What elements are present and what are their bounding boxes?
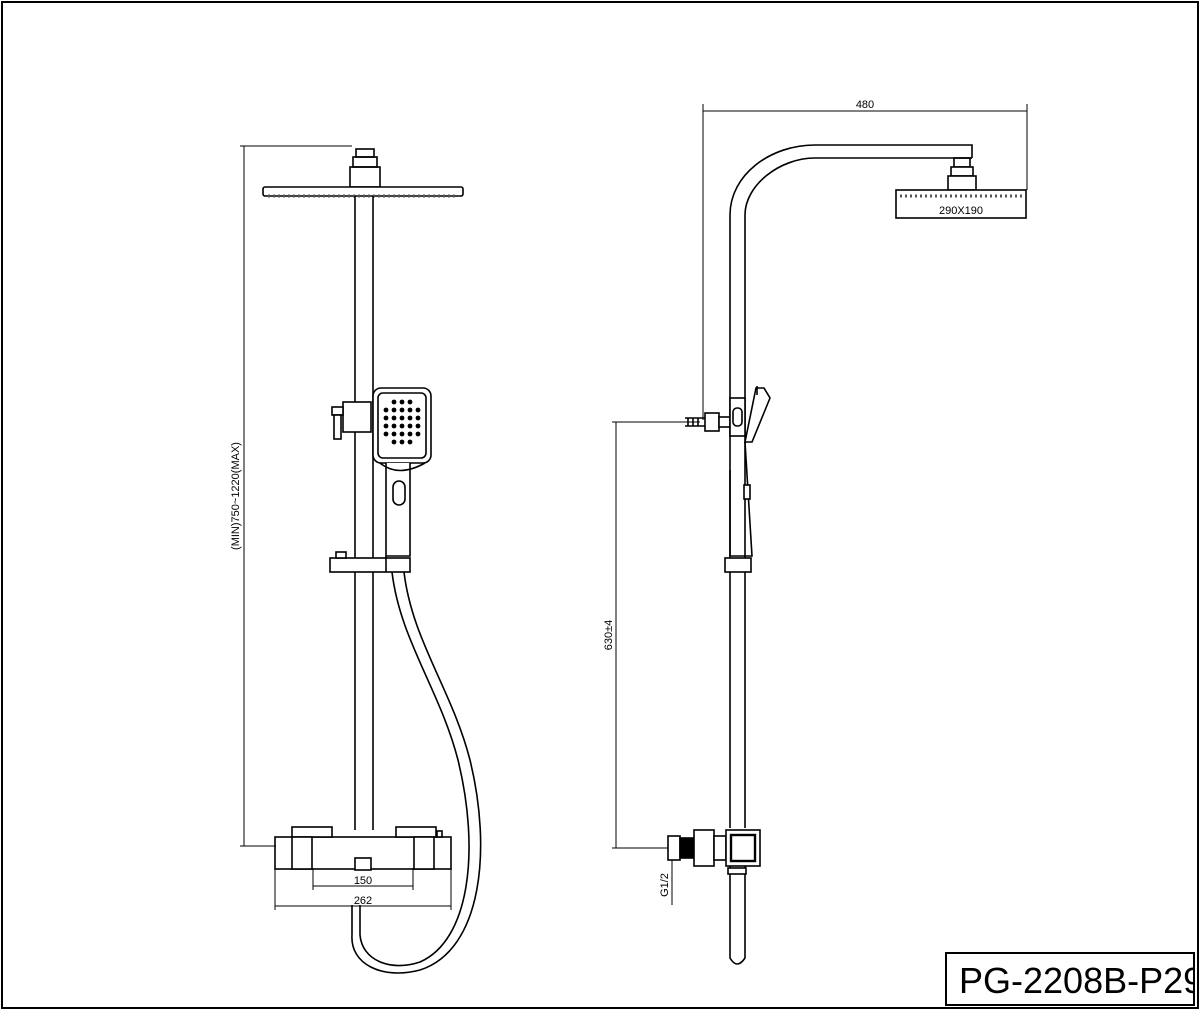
- side-inlet-fitting: [667, 829, 761, 875]
- front-shower-head-connector: [349, 148, 381, 188]
- side-view: [667, 144, 1027, 965]
- inlet-height-label: 630±4: [603, 620, 615, 651]
- side-diverter: [685, 397, 746, 437]
- side-slider-bracket: [724, 557, 752, 573]
- front-hand-shower: [372, 387, 432, 557]
- side-dimensions: [612, 104, 1028, 905]
- side-hand-shower: [729, 386, 771, 557]
- model-code-box: PG-2208B-P29: [945, 952, 1195, 1006]
- side-curved-arm: [729, 144, 973, 828]
- hand-shower-nozzles: [383, 399, 421, 445]
- front-slider-bracket: [329, 551, 411, 573]
- inlet-center-label: 150: [354, 875, 372, 887]
- front-shower-hose: [351, 571, 482, 974]
- overall-width-label: 262: [354, 895, 372, 907]
- height-range-label: (MIN)750~1220(MAX): [230, 442, 242, 550]
- arm-reach-label: 480: [856, 99, 874, 111]
- front-rain-shower-head: [262, 186, 464, 198]
- thread-size-label: G1/2: [659, 873, 671, 897]
- front-diverter: [331, 401, 372, 440]
- front-mixer-body: [274, 826, 452, 871]
- head-size-label: 290X190: [939, 205, 983, 217]
- model-code: PG-2208B-P29: [959, 960, 1195, 1001]
- front-view: [262, 148, 482, 974]
- front-dimensions: [240, 145, 452, 910]
- side-lower-hose: [729, 874, 746, 965]
- front-riser-pipe: [354, 196, 374, 830]
- side-shower-head: [895, 157, 1027, 219]
